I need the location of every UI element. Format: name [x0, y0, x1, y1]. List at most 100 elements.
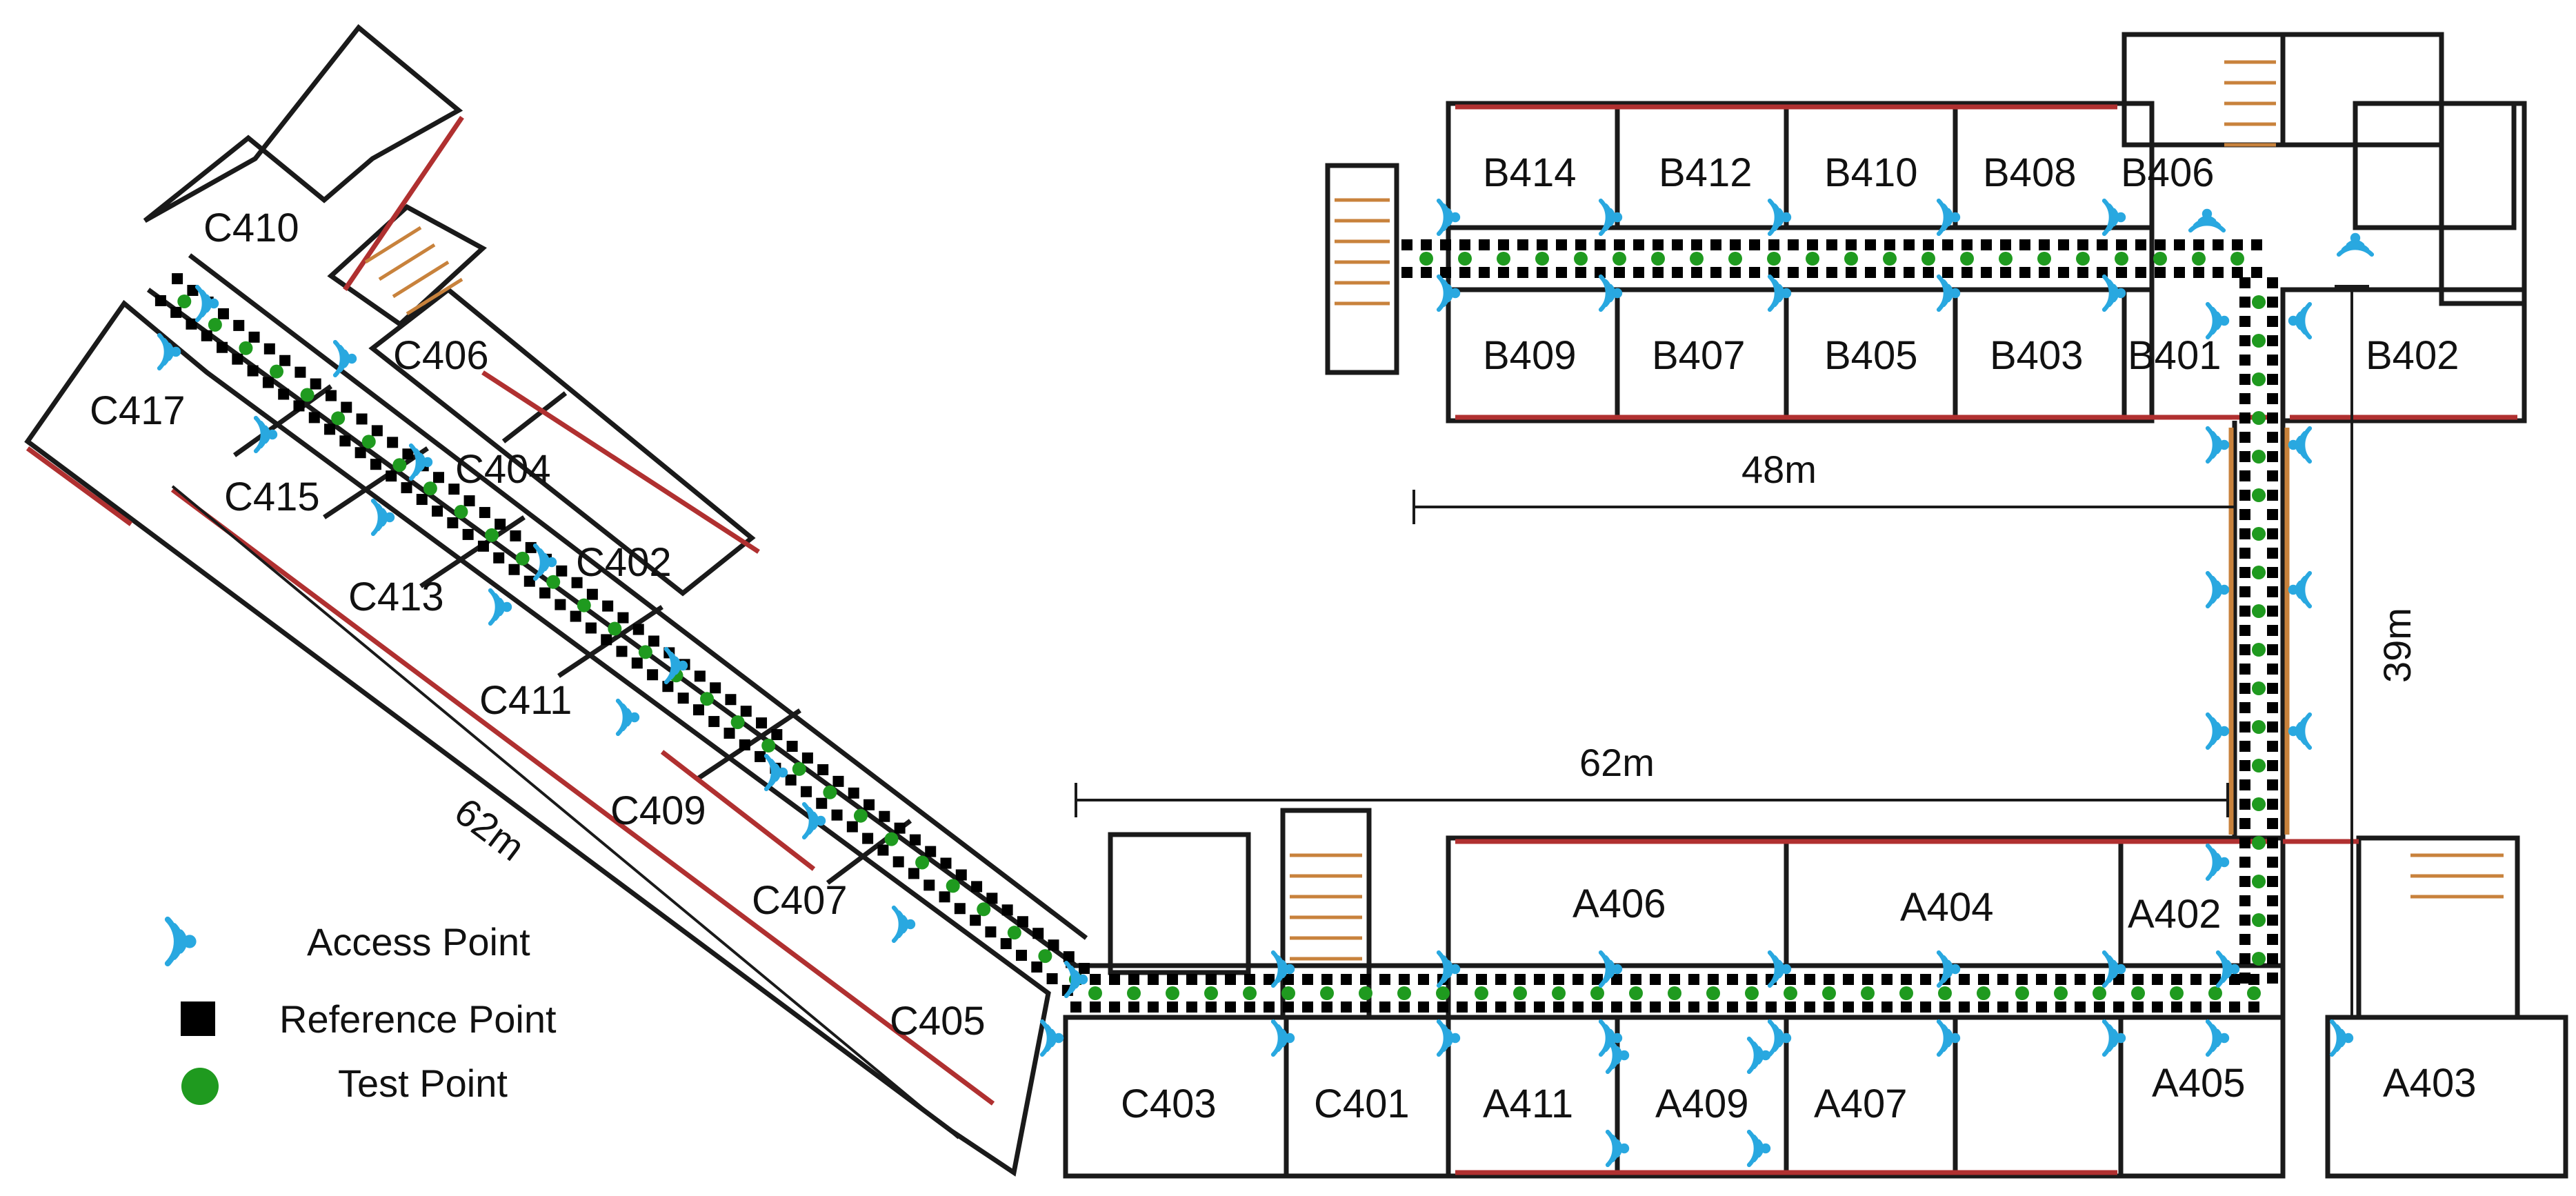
reference-point [1920, 974, 1931, 985]
reference-point [2039, 239, 2050, 250]
reference-point [801, 752, 813, 764]
reference-point [1708, 974, 1719, 985]
test-point [1204, 986, 1218, 1000]
room-label-b401: B401 [2128, 333, 2221, 378]
test-point [2252, 797, 2266, 811]
reference-point [954, 903, 966, 915]
access-point-icon [2101, 1019, 2126, 1057]
test-point [1690, 252, 1704, 266]
test-point [2093, 986, 2106, 1000]
test-point [1806, 252, 1819, 266]
reference-point [677, 692, 689, 704]
dimension-label-c-wing: 62m [447, 789, 533, 869]
reference-point [648, 635, 660, 647]
reference-point [1688, 1001, 1699, 1013]
reference-point [1730, 239, 1741, 250]
reference-point [1997, 1001, 2008, 1013]
reference-point [2055, 974, 2066, 985]
legend: Access Point Reference Point Test Point [164, 916, 557, 1105]
reference-point [1401, 267, 1412, 278]
test-point [2252, 681, 2266, 695]
room-label-b405: B405 [1824, 333, 1917, 378]
reference-point [217, 341, 228, 353]
reference-point [1669, 974, 1680, 985]
reference-point [1090, 974, 1101, 985]
reference-point [308, 412, 320, 423]
reference-point [1572, 1001, 1584, 1013]
reference-point [402, 448, 414, 460]
reference-point [2152, 1001, 2163, 1013]
reference-point [1479, 267, 1490, 278]
access-point-icon [891, 905, 916, 944]
test-point [2192, 252, 2206, 266]
access-point-icon [2205, 570, 2230, 609]
reference-point [2267, 683, 2278, 694]
reference-point [1788, 239, 1799, 250]
reference-point [539, 587, 551, 599]
reference-point [2267, 702, 2278, 713]
reference-point [2267, 664, 2278, 675]
reference-point [493, 552, 505, 564]
reference-point [1128, 974, 1139, 985]
reference-point [617, 612, 629, 624]
reference-point [2267, 277, 2278, 288]
room-label-b402: B402 [2366, 333, 2459, 378]
reference-point [2152, 974, 2163, 985]
reference-point [1595, 267, 1606, 278]
reference-point [601, 634, 612, 646]
access-point-icon [194, 284, 219, 323]
reference-point [725, 694, 737, 706]
access-point-icon [2188, 208, 2226, 233]
access-point-icon [2101, 274, 2126, 312]
reference-point [2213, 239, 2224, 250]
access-point-icon [1598, 274, 1623, 312]
test-point [270, 364, 284, 379]
reference-point [2239, 973, 2250, 984]
reference-point [1807, 267, 1818, 278]
access-point-icon [1767, 1019, 1792, 1057]
reference-point [1534, 1001, 1545, 1013]
reference-point [1128, 1001, 1139, 1013]
reference-point [2239, 490, 2250, 501]
reference-point [1498, 267, 1509, 278]
reference-point [1942, 239, 1953, 250]
reference-point [1517, 267, 1528, 278]
reference-point [1923, 267, 1934, 278]
reference-point [1672, 267, 1683, 278]
reference-point [1959, 974, 1970, 985]
reference-point [2267, 721, 2278, 732]
reference-point [2210, 1001, 2221, 1013]
test-point [392, 458, 407, 472]
room-label-c410: C410 [203, 206, 299, 250]
reference-point [1575, 267, 1586, 278]
room-label-b403: B403 [1990, 333, 2083, 378]
legend-access-point-icon [164, 916, 197, 967]
reference-point [1321, 974, 1332, 985]
access-point-icon [801, 801, 826, 840]
reference-point [1556, 239, 1567, 250]
reference-point [1148, 974, 1159, 985]
test-point [423, 481, 437, 496]
reference-point [2239, 297, 2250, 308]
reference-point [356, 413, 368, 425]
dimension-label-a-wing: 62m [1579, 741, 1655, 784]
reference-point [2267, 644, 2278, 655]
reference-point [556, 565, 568, 577]
test-point [1458, 252, 1472, 266]
test-point [1038, 949, 1052, 964]
test-point [2131, 986, 2145, 1000]
test-point [1745, 986, 1759, 1000]
access-point-icon [164, 916, 197, 967]
reference-point [2239, 316, 2250, 327]
room-label-c403: C403 [1121, 1082, 1217, 1126]
reference-point [1167, 1001, 1178, 1013]
test-point [1359, 986, 1372, 1000]
reference-point [740, 706, 752, 717]
test-point [2252, 913, 2266, 927]
reference-point [602, 600, 614, 612]
reference-point [2267, 779, 2278, 790]
room-label-a404: A404 [1900, 885, 1993, 930]
test-point [977, 902, 991, 917]
reference-point [2116, 267, 2127, 278]
